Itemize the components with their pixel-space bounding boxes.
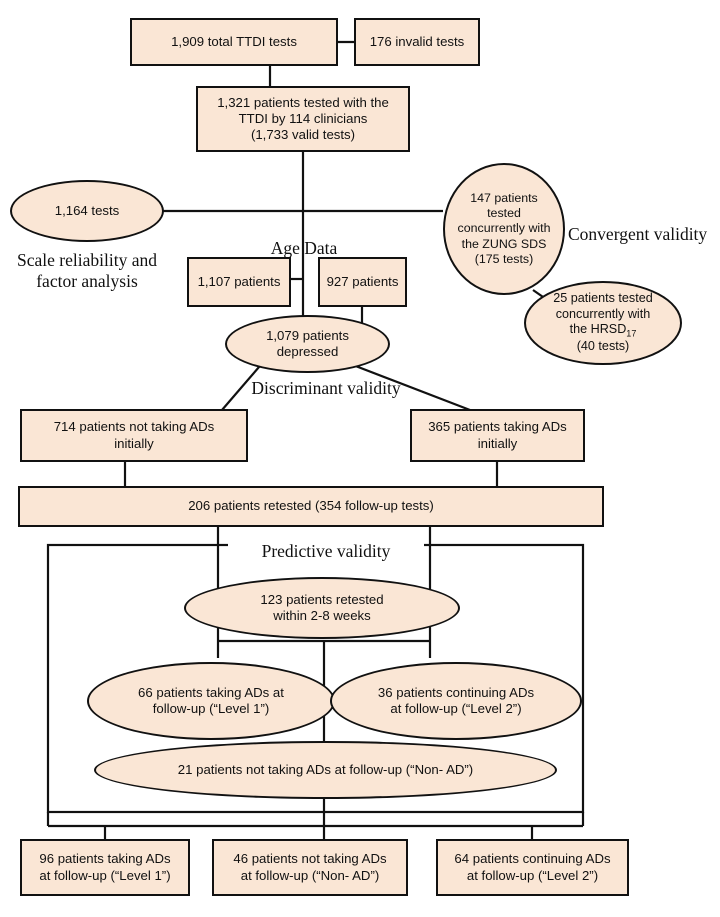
node-retested-2-8-weeks-label: 123 patients retested within 2-8 weeks [260,591,384,623]
node-not-taking-ads-initially[interactable]: 714 patients not taking ADs initially [20,409,248,462]
node-level2-ellipse-label: 36 patients continuing ADs at follow-up … [377,684,535,716]
node-invalid-tests-label: 176 invalid tests [369,33,465,49]
node-zung-sds[interactable]: 147 patients tested concurrently with th… [443,163,565,295]
node-age-left-label: 1,107 patients [197,273,281,289]
node-level1-ellipse-label: 66 patients taking ADs at follow-up (“Le… [138,684,284,716]
node-depressed[interactable]: 1,079 patients depressed [225,315,390,373]
node-depressed-label: 1,079 patients depressed [266,327,349,359]
node-zung-sds-label: 147 patients tested concurrently with th… [457,191,551,266]
node-bottom-nonad[interactable]: 46 patients not taking ADs at follow-up … [212,839,408,896]
label-discriminant-validity: Discriminant validity [251,378,401,398]
hrsd-subscript: 17 [626,328,637,339]
node-age-right-label: 927 patients [326,273,399,289]
node-total-ttdi-tests[interactable]: 1,909 total TTDI tests [130,18,338,66]
node-taking-ads-initially[interactable]: 365 patients taking ADs initially [410,409,585,462]
node-retested-bar-label: 206 patients retested (354 follow-up tes… [188,498,434,514]
label-age-data: Age Data [270,238,338,258]
node-taking-ads-initially-label: 365 patients taking ADs initially [428,419,567,451]
node-bottom-level2[interactable]: 64 patients continuing ADs at follow-up … [436,839,629,896]
node-scale-tests-label: 1,164 tests [54,202,120,218]
node-retested-bar[interactable]: 206 patients retested (354 follow-up tes… [18,486,604,527]
label-convergent-validity: Convergent validity [568,224,708,244]
node-nonad-ellipse[interactable]: 21 patients not taking ADs at follow-up … [94,741,557,799]
node-tested-patients-label: 1,321 patients tested with the TTDI by 1… [217,94,389,143]
node-not-taking-ads-initially-label: 714 patients not taking ADs initially [53,419,215,451]
node-nonad-ellipse-label: 21 patients not taking ADs at follow-up … [177,761,474,777]
node-age-right[interactable]: 927 patients [318,257,407,307]
node-hrsd-label: 25 patients tested concurrently with the… [553,291,653,354]
node-invalid-tests[interactable]: 176 invalid tests [354,18,480,66]
label-predictive-validity: Predictive validity [228,541,424,562]
node-retested-2-8-weeks[interactable]: 123 patients retested within 2-8 weeks [184,577,460,639]
node-total-ttdi-tests-label: 1,909 total TTDI tests [171,33,297,49]
label-scale-reliability: Scale reliability and factor analysis [17,250,157,291]
node-level2-ellipse[interactable]: 36 patients continuing ADs at follow-up … [330,662,582,740]
node-hrsd[interactable]: 25 patients tested concurrently with the… [524,281,682,365]
node-age-left[interactable]: 1,107 patients [187,257,291,307]
node-tested-patients[interactable]: 1,321 patients tested with the TTDI by 1… [196,86,410,152]
node-level1-ellipse[interactable]: 66 patients taking ADs at follow-up (“Le… [87,662,335,740]
node-bottom-level2-label: 64 patients continuing ADs at follow-up … [454,851,611,883]
node-scale-tests[interactable]: 1,164 tests [10,180,164,242]
node-bottom-nonad-label: 46 patients not taking ADs at follow-up … [233,851,387,883]
node-bottom-level1[interactable]: 96 patients taking ADs at follow-up (“Le… [20,839,190,896]
node-bottom-level1-label: 96 patients taking ADs at follow-up (“Le… [39,851,171,883]
